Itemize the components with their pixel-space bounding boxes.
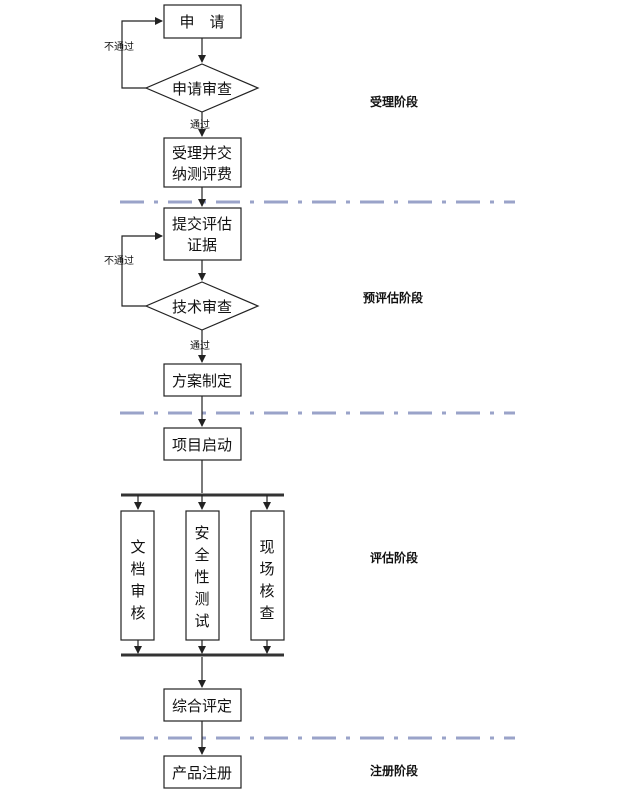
node-security-test-char: 试 [194, 612, 209, 630]
node-security-test-char: 测 [194, 590, 209, 608]
node-tech-review-label: 技术审查 [172, 298, 232, 316]
node-submit-label-1: 提交评估 [172, 215, 232, 233]
node-doc-review-char: 文 [130, 538, 145, 556]
phase-label-pre-eval: 预评估阶段 [363, 290, 424, 305]
phase-label-reg: 注册阶段 [370, 763, 419, 778]
node-plan-label: 方案制定 [172, 372, 232, 390]
node-comprehensive-label: 综合评定 [172, 697, 232, 715]
node-apply-review: 申请审查 [144, 63, 260, 113]
node-accept-label-2: 纳测评费 [172, 165, 232, 183]
node-doc-review: 文 档 审 核 [120, 510, 155, 641]
phase-label-eval: 评估阶段 [370, 550, 419, 565]
edge-label-fail-2: 不通过 [104, 254, 134, 267]
edge-fail-2 [121, 232, 163, 307]
node-security-test-char: 全 [194, 546, 209, 564]
node-site-check-char: 查 [259, 604, 274, 622]
node-site-check-char: 场 [259, 560, 274, 578]
node-site-check: 现 场 核 查 [250, 510, 285, 641]
edge-label-fail-1: 不通过 [104, 40, 134, 53]
edge-fail-1 [121, 17, 163, 89]
node-project-start: 项目启动 [163, 427, 242, 461]
edge-label-pass-1: 通过 [190, 118, 210, 131]
node-site-check-char: 核 [259, 582, 274, 600]
node-doc-review-char: 审 [130, 582, 145, 600]
phase-label-accept: 受理阶段 [370, 94, 419, 109]
node-tech-review: 技术审查 [144, 281, 260, 331]
node-submit-evidence: 提交评估 证据 [163, 207, 242, 261]
node-apply-label: 申 请 [179, 13, 224, 31]
edge-label-pass-2: 通过 [190, 339, 210, 352]
node-apply: 申 请 [163, 4, 242, 39]
node-doc-review-char: 档 [130, 560, 145, 578]
node-product-reg-label: 产品注册 [172, 764, 232, 782]
node-submit-label-2: 证据 [187, 236, 217, 254]
node-project-start-label: 项目启动 [172, 436, 232, 454]
node-security-test-char: 性 [194, 568, 209, 586]
node-apply-review-label: 申请审查 [172, 80, 232, 98]
node-plan: 方案制定 [163, 363, 242, 397]
node-security-test-char: 安 [194, 524, 209, 542]
node-comprehensive: 综合评定 [163, 688, 242, 722]
node-security-test: 安 全 性 测 试 [185, 510, 220, 641]
node-accept: 受理并交 纳测评费 [163, 137, 242, 188]
node-doc-review-char: 核 [130, 604, 145, 622]
node-site-check-char: 现 [259, 538, 274, 556]
node-accept-label-1: 受理并交 [172, 144, 232, 162]
node-product-reg: 产品注册 [163, 755, 242, 789]
